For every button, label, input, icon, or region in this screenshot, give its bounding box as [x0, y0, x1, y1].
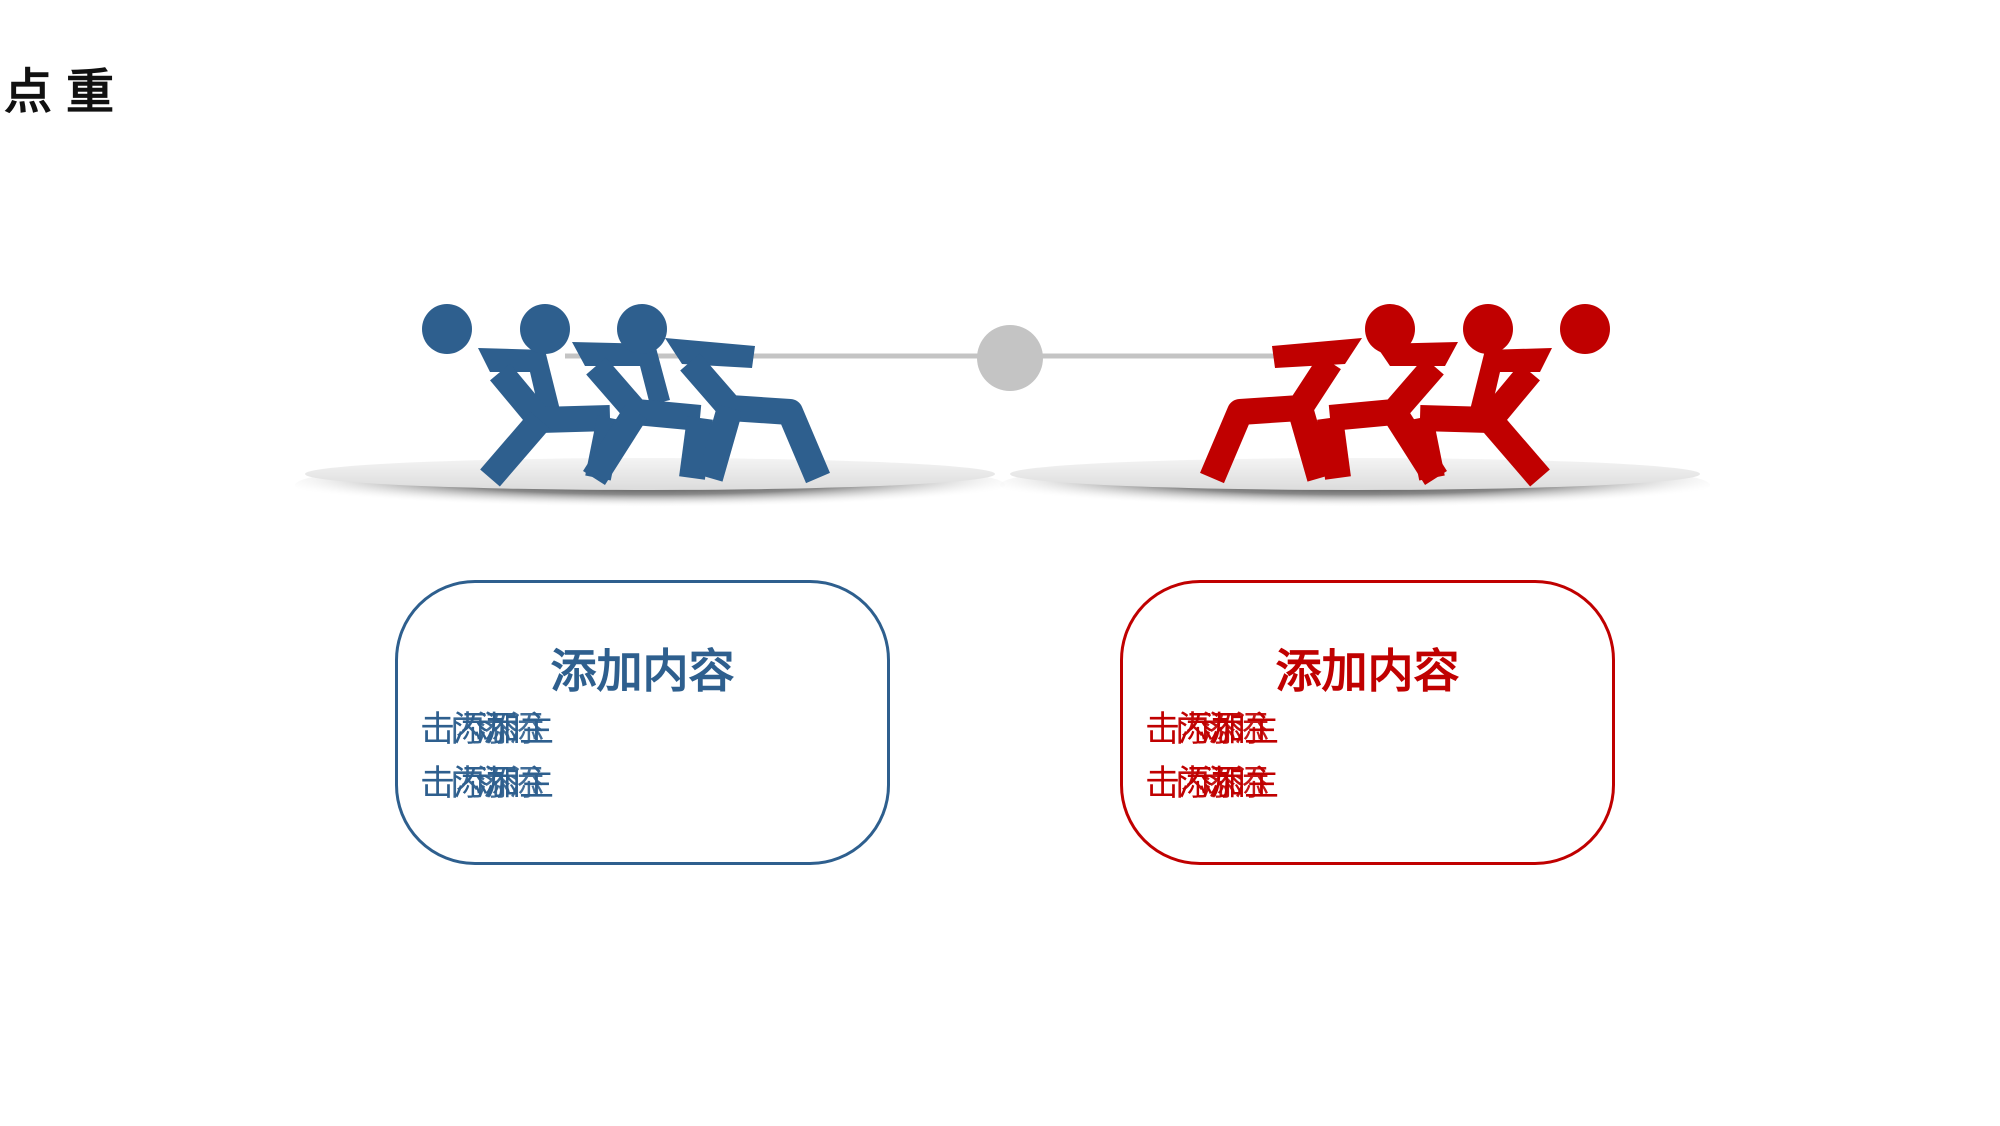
right-card-line-2-text-b: 内添: [1175, 764, 1243, 804]
slide-title: 点重: [4, 64, 129, 120]
left-platform: [295, 458, 1005, 511]
blue-figure-1: [422, 304, 623, 487]
blue-figure-2: [520, 304, 713, 485]
right-platform: [1000, 458, 1710, 511]
left-card-line-2-text-b: 内添: [450, 764, 518, 804]
left-card-line-1-text-a: 击添加主: [420, 710, 554, 750]
right-card-heading: 添加内容: [1275, 644, 1460, 698]
red-figure-1: [1200, 304, 1415, 484]
left-card-line-1-text-c: 添添: [476, 710, 544, 750]
right-card-line-1-text-b: 内添: [1175, 710, 1243, 750]
left-card-line-2-text-c: 添添: [476, 764, 544, 804]
right-team-icon: [1200, 304, 1610, 487]
right-content-card: 添加内容 击添加主 内添 添添 击添加主 内添 添添: [1120, 580, 1615, 865]
right-card-line-1-text-a: 击添加主: [1145, 710, 1279, 750]
right-card-line-2-text-c: 添添: [1201, 764, 1269, 804]
left-team-icon: [422, 304, 830, 487]
rope-center-marker: [977, 325, 1043, 391]
left-card-line-2-text-a: 击添加主: [420, 764, 554, 804]
left-card-heading: 添加内容: [550, 644, 735, 698]
red-figure-3: [1407, 304, 1610, 487]
right-card-line-1-text-c: 添添: [1201, 710, 1269, 750]
blue-figure-3: [617, 304, 830, 484]
right-card-line-2-text-a: 击添加主: [1145, 764, 1279, 804]
left-content-card: 添加内容 击添加主 内添 添添 击添加主 内添 添添: [395, 580, 890, 865]
left-card-line-1-text-b: 内添: [450, 710, 518, 750]
